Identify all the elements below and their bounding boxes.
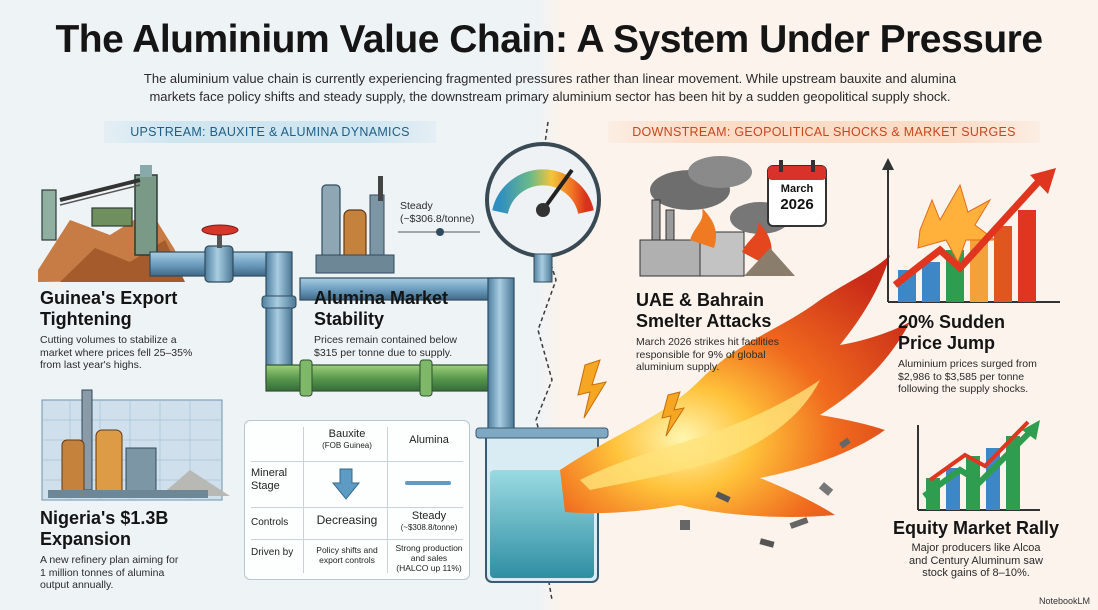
nigeria-body: A new refinery plan aiming for 1 million… xyxy=(40,554,240,592)
row-label-line: Mineral xyxy=(251,467,288,479)
price-section: 20% Sudden Price Jump Aluminium prices s… xyxy=(898,312,1068,396)
table-header-label: Bauxite xyxy=(328,428,366,440)
table-row-label-controls: Controls xyxy=(251,517,289,528)
table-header-alumina: Alumina xyxy=(409,434,449,446)
uae-title-line: Smelter Attacks xyxy=(636,311,772,331)
comparison-table: Bauxite (FOB Guinea) Alumina Mineral Sta… xyxy=(244,420,470,580)
price-body-line: $2,986 to $3,585 per tonne xyxy=(898,370,1025,383)
smelter-attack-illustration xyxy=(639,156,795,277)
nigeria-body-line: output annually. xyxy=(40,579,114,591)
down-arrow-icon xyxy=(331,468,361,500)
uae-body: March 2026 strikes hit facilities respon… xyxy=(636,336,826,374)
equity-body-line: and Century Aluminum saw xyxy=(909,554,1043,567)
equity-title: Equity Market Rally xyxy=(892,518,1060,538)
row-label-line: Stage xyxy=(251,480,280,492)
upstream-pipe xyxy=(149,224,515,439)
table-divider xyxy=(251,507,463,508)
uae-body-line: aluminium supply. xyxy=(636,361,720,373)
calendar-year: 2026 xyxy=(780,196,814,213)
calendar-month: March xyxy=(780,183,814,195)
subtitle-line: The aluminium value chain is currently e… xyxy=(143,71,957,86)
bauxite-mine-illustration xyxy=(38,165,185,282)
nigeria-title-line: Nigeria's $1.3B xyxy=(40,508,169,528)
uae-body-line: March 2026 strikes hit facilities xyxy=(636,336,779,348)
price-title: 20% Sudden Price Jump xyxy=(898,312,1068,354)
cell-line: export controls xyxy=(319,555,375,565)
upstream-banner: UPSTREAM: BAUXITE & ALUMINA DYNAMICS xyxy=(104,121,436,143)
pressure-gauge xyxy=(485,142,601,283)
price-body-line: Aluminium prices surged from xyxy=(898,358,1037,370)
uae-section: UAE & Bahrain Smelter Attacks March 2026… xyxy=(636,290,826,374)
alumina-title-line: Alumina Market xyxy=(314,288,449,308)
gauge-label-line: Steady xyxy=(400,200,433,212)
table-divider xyxy=(303,427,304,573)
guinea-section: Guinea's Export Tightening Cutting volum… xyxy=(40,288,240,372)
table-divider xyxy=(251,539,463,540)
nigeria-body-line: 1 million tonnes of alumina xyxy=(40,566,165,579)
guinea-body-line: from last year's highs. xyxy=(40,359,142,371)
cell-main: Steady xyxy=(411,510,447,522)
nigeria-refinery-illustration xyxy=(41,389,230,501)
equity-rally-chart xyxy=(917,420,1040,511)
equity-section: Equity Market Rally Major producers like… xyxy=(876,518,1076,580)
guinea-title-line: Tightening xyxy=(40,309,132,329)
table-row-label-driven: Driven by xyxy=(251,547,294,558)
table-cell-alumina-controls: Steady (~$308.8/tonne) xyxy=(391,511,467,533)
gauge-label-line: (~$306.8/tonne) xyxy=(400,212,475,225)
page-subtitle: The aluminium value chain is currently e… xyxy=(110,70,990,106)
table-cell-bauxite-controls: Decreasing xyxy=(316,513,378,527)
guinea-body: Cutting volumes to stabilize a market wh… xyxy=(40,334,240,372)
nigeria-body-line: A new refinery plan aiming for xyxy=(40,554,179,566)
price-jump-chart xyxy=(882,158,1060,303)
subtitle-line: markets face policy shifts and steady su… xyxy=(149,89,951,104)
table-header-sub: (FOB Guinea) xyxy=(322,441,372,450)
price-title-line: Price Jump xyxy=(898,333,996,353)
calendar-icon xyxy=(767,160,827,227)
price-body-line: following the supply shocks. xyxy=(898,383,1029,395)
cell-line: (HALCO up 11%) xyxy=(396,563,462,573)
page-title: The Aluminium Value Chain: A System Unde… xyxy=(55,18,1043,61)
equity-body-line: Major producers like Alcoa xyxy=(911,542,1041,554)
table-divider xyxy=(251,461,463,462)
alumina-title-line: Stability xyxy=(314,309,385,329)
alumina-title: Alumina Market Stability xyxy=(314,288,494,330)
guinea-title: Guinea's Export Tightening xyxy=(40,288,240,330)
cell-line: Strong production xyxy=(395,543,463,553)
table-cell-alumina-driven: Strong production and sales (HALCO up 11… xyxy=(391,543,467,573)
alumina-body-line: Prices remain contained below xyxy=(314,334,457,346)
alumina-body: Prices remain contained below $315 per t… xyxy=(314,334,494,359)
cell-line: and sales xyxy=(410,553,448,563)
alumina-section: Alumina Market Stability Prices remain c… xyxy=(314,288,494,359)
nigeria-title-line: Expansion xyxy=(40,529,132,549)
equity-body-line: stock gains of 8–10%. xyxy=(922,567,1030,579)
price-body: Aluminium prices surged from $2,986 to $… xyxy=(898,358,1068,396)
guinea-body-line: Cutting volumes to stabilize a xyxy=(40,334,177,346)
downstream-banner: DOWNSTREAM: GEOPOLITICAL SHOCKS & MARKET… xyxy=(608,121,1040,143)
guinea-body-line: market where prices fell 25–35% xyxy=(40,346,193,359)
equity-body: Major producers like Alcoa and Century A… xyxy=(876,542,1076,580)
table-header-bauxite: Bauxite (FOB Guinea) xyxy=(307,429,387,451)
uae-title-line: UAE & Bahrain xyxy=(636,290,765,310)
price-title-line: 20% Sudden xyxy=(898,312,1006,332)
table-divider xyxy=(387,427,388,573)
cell-sub: (~$308.8/tonne) xyxy=(400,523,458,532)
nigeria-title: Nigeria's $1.3B Expansion xyxy=(40,508,240,550)
uae-title: UAE & Bahrain Smelter Attacks xyxy=(636,290,826,332)
steady-dash-icon xyxy=(405,481,451,485)
alumina-gauge-label: Steady (~$306.8/tonne) xyxy=(400,200,500,225)
nigeria-section: Nigeria's $1.3B Expansion A new refinery… xyxy=(40,508,240,592)
calendar-date: March 2026 xyxy=(770,182,824,214)
table-cell-bauxite-driven: Policy shifts and export controls xyxy=(307,545,387,565)
cell-line: Policy shifts and xyxy=(316,545,378,555)
guinea-title-line: Guinea's Export xyxy=(40,288,178,308)
alumina-refinery-illustration xyxy=(315,176,480,274)
uae-body-line: responsible for 9% of global xyxy=(636,348,766,361)
fire-explosion xyxy=(560,255,910,548)
table-row-label-mineral: Mineral Stage xyxy=(251,467,301,493)
alumina-body-line: $315 per tonne due to supply. xyxy=(314,346,453,359)
notebooklm-watermark: NotebookLM xyxy=(1038,596,1090,606)
